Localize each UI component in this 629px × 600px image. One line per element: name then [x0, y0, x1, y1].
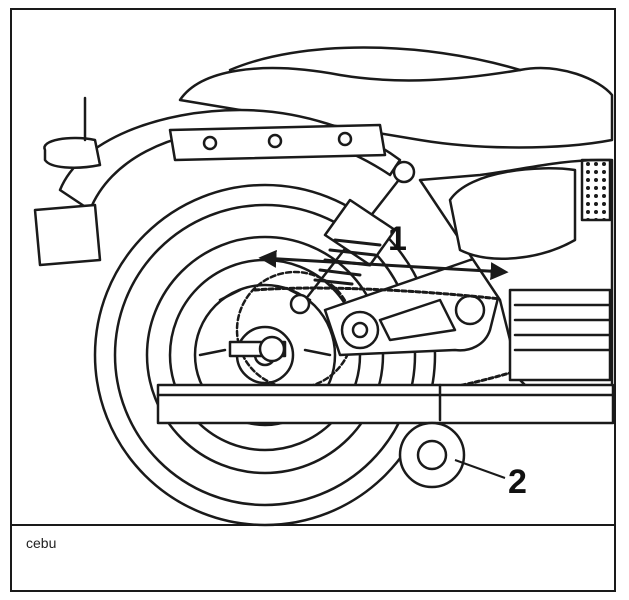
shock-absorber	[289, 160, 416, 315]
pivot-ring-inner	[416, 439, 448, 471]
pivot-ring-outer	[398, 421, 466, 489]
exhaust-pipe	[156, 383, 615, 425]
motorcycle-rear-wheel-illustration	[33, 46, 615, 527]
grab-rail	[168, 123, 387, 162]
callout-2: 2	[508, 463, 527, 501]
vent-grille	[580, 158, 612, 222]
figure-caption: cebu	[26, 535, 57, 551]
seat	[178, 66, 614, 149]
license-bracket	[33, 203, 102, 267]
caption-divider	[11, 524, 615, 526]
callout-2-leader	[454, 459, 506, 479]
measurement-arrow	[258, 249, 509, 281]
callout-1: 1	[388, 220, 407, 258]
tail-light	[43, 136, 102, 169]
